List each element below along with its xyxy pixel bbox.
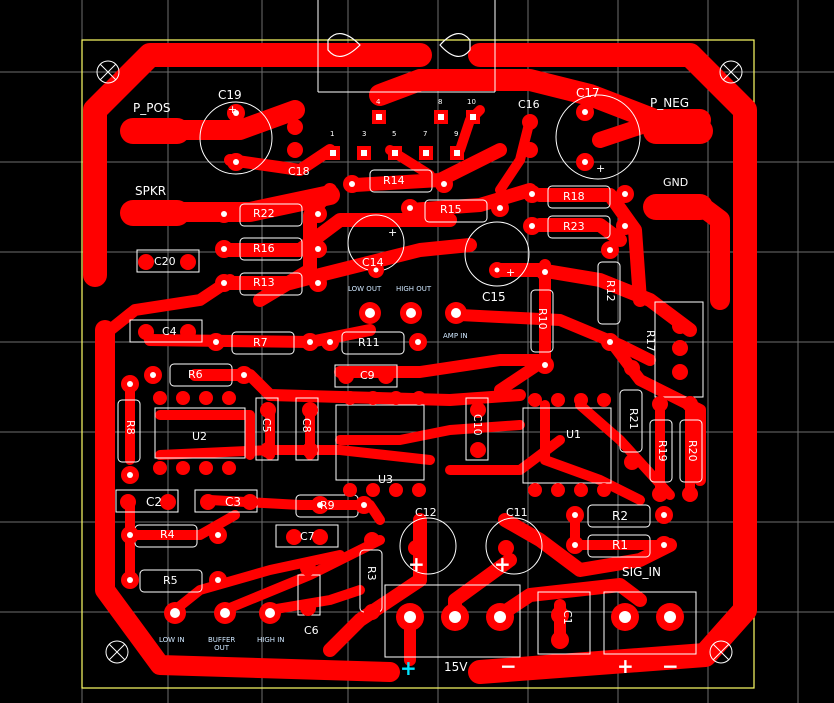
label-low-in: LOW IN [159,636,185,644]
label-c14: C14 [362,256,384,269]
label-15v: 15V [444,660,468,674]
label-c16: C16 [518,98,540,111]
label-c19: C19 [218,88,242,102]
label-spkr: SPKR [135,184,167,198]
label-c12: C12 [415,506,437,519]
label-r6: R6 [188,368,203,381]
label-low-out: LOW OUT [348,285,382,293]
label-r15: R15 [440,203,462,216]
label-r13: R13 [253,276,275,289]
label-r3: R3 [365,566,378,581]
pin-3-label: 3 [362,130,367,138]
label-r17: R17 [644,330,657,352]
label-c11: C11 [506,506,528,519]
label-r1: R1 [612,538,628,552]
label-c10: C10 [471,414,484,436]
pin-9-label: 9 [454,130,459,138]
pin-7-label: 7 [423,130,428,138]
plus-left-symbol: + [400,656,417,680]
label-r22: R22 [253,207,275,220]
label-r23: R23 [563,220,585,233]
label-r9: R9 [320,499,335,512]
label-r20: R20 [686,440,699,462]
plus-c12-symbol: + [408,552,425,576]
label-r19: R19 [656,440,669,462]
pin-8-label: 8 [438,98,443,106]
pin-1-label: 1 [330,130,335,138]
pad-holes [127,109,667,583]
copper-traces [83,43,757,684]
label-c6: C6 [304,624,319,637]
label-c17: C17 [576,86,600,100]
label-r11: R11 [358,336,380,349]
label-c7: C7 [300,530,315,543]
label-buffer-out: BUFFER OUT [208,636,236,652]
label-u2: U2 [192,430,208,443]
pin-5-label: 5 [392,130,397,138]
label-c15: C15 [482,290,506,304]
label-gnd: GND [663,176,689,189]
label-u1: U1 [566,428,582,441]
heatsink-cutout [327,33,471,57]
label-c20: C20 [154,255,176,268]
plus-c17-symbol: + [596,162,606,175]
label-r12: R12 [604,280,617,302]
round-pads [120,103,698,649]
pin-10-label: 10 [467,98,476,106]
minus-right-symbol: − [662,654,679,678]
label-r5: R5 [163,574,178,587]
label-r18: R18 [563,190,585,203]
label-amp-in: AMP IN [443,332,468,340]
header-pin-holes [330,114,476,156]
label-p-neg: P_NEG [650,96,690,110]
label-r16: R16 [253,242,275,255]
label-c3: C3 [225,495,242,509]
label-r7: R7 [253,336,268,349]
label-c8: C8 [300,418,313,433]
plus-c14-symbol: + [388,226,398,239]
label-c5: C5 [260,418,273,433]
label-high-out: HIGH OUT [396,285,432,293]
plus-c11-symbol: + [494,552,511,576]
label-u3: U3 [378,473,394,486]
plus-c15-symbol: + [506,266,516,279]
label-c1: C1 [561,610,574,625]
label-high-in: HIGH IN [257,636,285,644]
label-r21: R21 [627,408,640,430]
label-c2: C2 [146,495,163,509]
label-r14: R14 [383,174,405,187]
oblong-pads [120,118,713,226]
label-r4: R4 [160,528,175,541]
pin-4-label: 4 [376,98,381,106]
label-r10: R10 [536,308,549,330]
label-p-pos: P_POS [133,101,171,115]
label-c18: C18 [288,165,310,178]
minus-left-symbol: − [500,654,517,678]
jack-pads [164,302,684,631]
label-c4: C4 [162,325,177,338]
label-c9: C9 [360,369,375,382]
plus-c19-symbol: + [228,103,238,116]
plus-right-symbol: + [617,654,634,678]
label-sig-in: SIG_IN [622,565,661,579]
label-r2: R2 [612,509,628,523]
label-r8: R8 [124,420,137,435]
